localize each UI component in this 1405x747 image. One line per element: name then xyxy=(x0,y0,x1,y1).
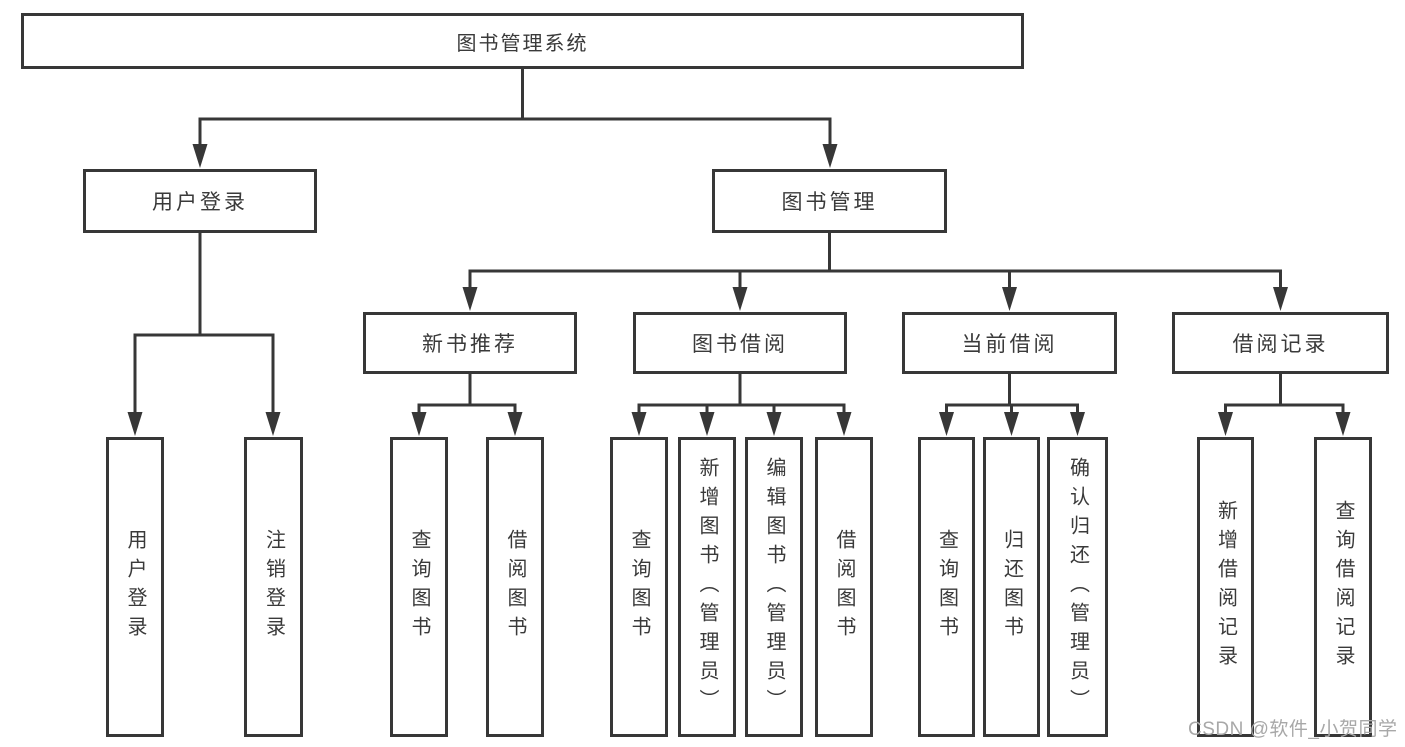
node-borrowing-records: 借阅记录 xyxy=(1172,312,1389,374)
node-new-book-recommend: 新书推荐 xyxy=(363,312,577,374)
leaf-edit-book-admin-label: 编辑图书（管理员） xyxy=(763,456,785,718)
leaf-logout: 注销登录 xyxy=(244,437,303,737)
leaf-add-borrow-record: 新增借阅记录 xyxy=(1197,437,1254,737)
leaf-confirm-return-admin-label: 确认归还（管理员） xyxy=(1066,456,1089,718)
leaf-query-books-recommend: 查询图书 xyxy=(390,437,448,737)
leaf-confirm-return-admin: 确认归还（管理员） xyxy=(1047,437,1108,737)
arrowheads xyxy=(127,144,1351,436)
leaf-query-borrow-record-label: 查询借阅记录 xyxy=(1332,500,1354,674)
leaf-return-book: 归还图书 xyxy=(983,437,1040,737)
node-root-label: 图书管理系统 xyxy=(456,32,589,55)
leaf-query-borrow-record: 查询借阅记录 xyxy=(1314,437,1372,737)
leaf-query-books-current-label: 查询图书 xyxy=(935,529,958,645)
node-current-borrowing-label: 当前借阅 xyxy=(961,333,1058,356)
leaf-borrow-books-recommend-label: 借阅图书 xyxy=(504,529,526,645)
node-book-management: 图书管理 xyxy=(712,169,947,233)
node-new-book-recommend-label: 新书推荐 xyxy=(422,333,518,356)
node-user-login-label: 用户登录 xyxy=(152,191,248,214)
leaf-return-book-label: 归还图书 xyxy=(1000,529,1023,645)
node-book-management-label: 图书管理 xyxy=(781,191,878,214)
node-book-borrowing-label: 图书借阅 xyxy=(692,333,788,356)
leaf-user-login: 用户登录 xyxy=(106,437,164,737)
node-borrowing-records-label: 借阅记录 xyxy=(1232,333,1329,356)
node-book-borrowing: 图书借阅 xyxy=(633,312,847,374)
leaf-query-books-current: 查询图书 xyxy=(918,437,975,737)
leaf-query-books-recommend-label: 查询图书 xyxy=(408,529,430,645)
leaf-query-books-borrowing-label: 查询图书 xyxy=(628,529,650,645)
leaf-add-book-admin-label: 新增图书（管理员） xyxy=(696,456,718,718)
leaf-user-login-label: 用户登录 xyxy=(124,529,146,645)
leaf-borrow-books-recommend: 借阅图书 xyxy=(486,437,544,737)
csdn-watermark: CSDN @软件_小贺同学 xyxy=(1188,719,1398,740)
node-user-login: 用户登录 xyxy=(83,169,317,233)
leaf-query-books-borrowing: 查询图书 xyxy=(610,437,668,737)
node-root: 图书管理系统 xyxy=(21,13,1024,69)
leaf-logout-label: 注销登录 xyxy=(262,529,285,645)
leaf-add-book-admin: 新增图书（管理员） xyxy=(678,437,736,737)
leaf-borrow-books-2-label: 借阅图书 xyxy=(833,529,855,645)
leaf-add-borrow-record-label: 新增借阅记录 xyxy=(1214,500,1237,674)
leaf-borrow-books-2: 借阅图书 xyxy=(815,437,873,737)
node-current-borrowing: 当前借阅 xyxy=(902,312,1117,374)
leaf-edit-book-admin: 编辑图书（管理员） xyxy=(745,437,803,737)
